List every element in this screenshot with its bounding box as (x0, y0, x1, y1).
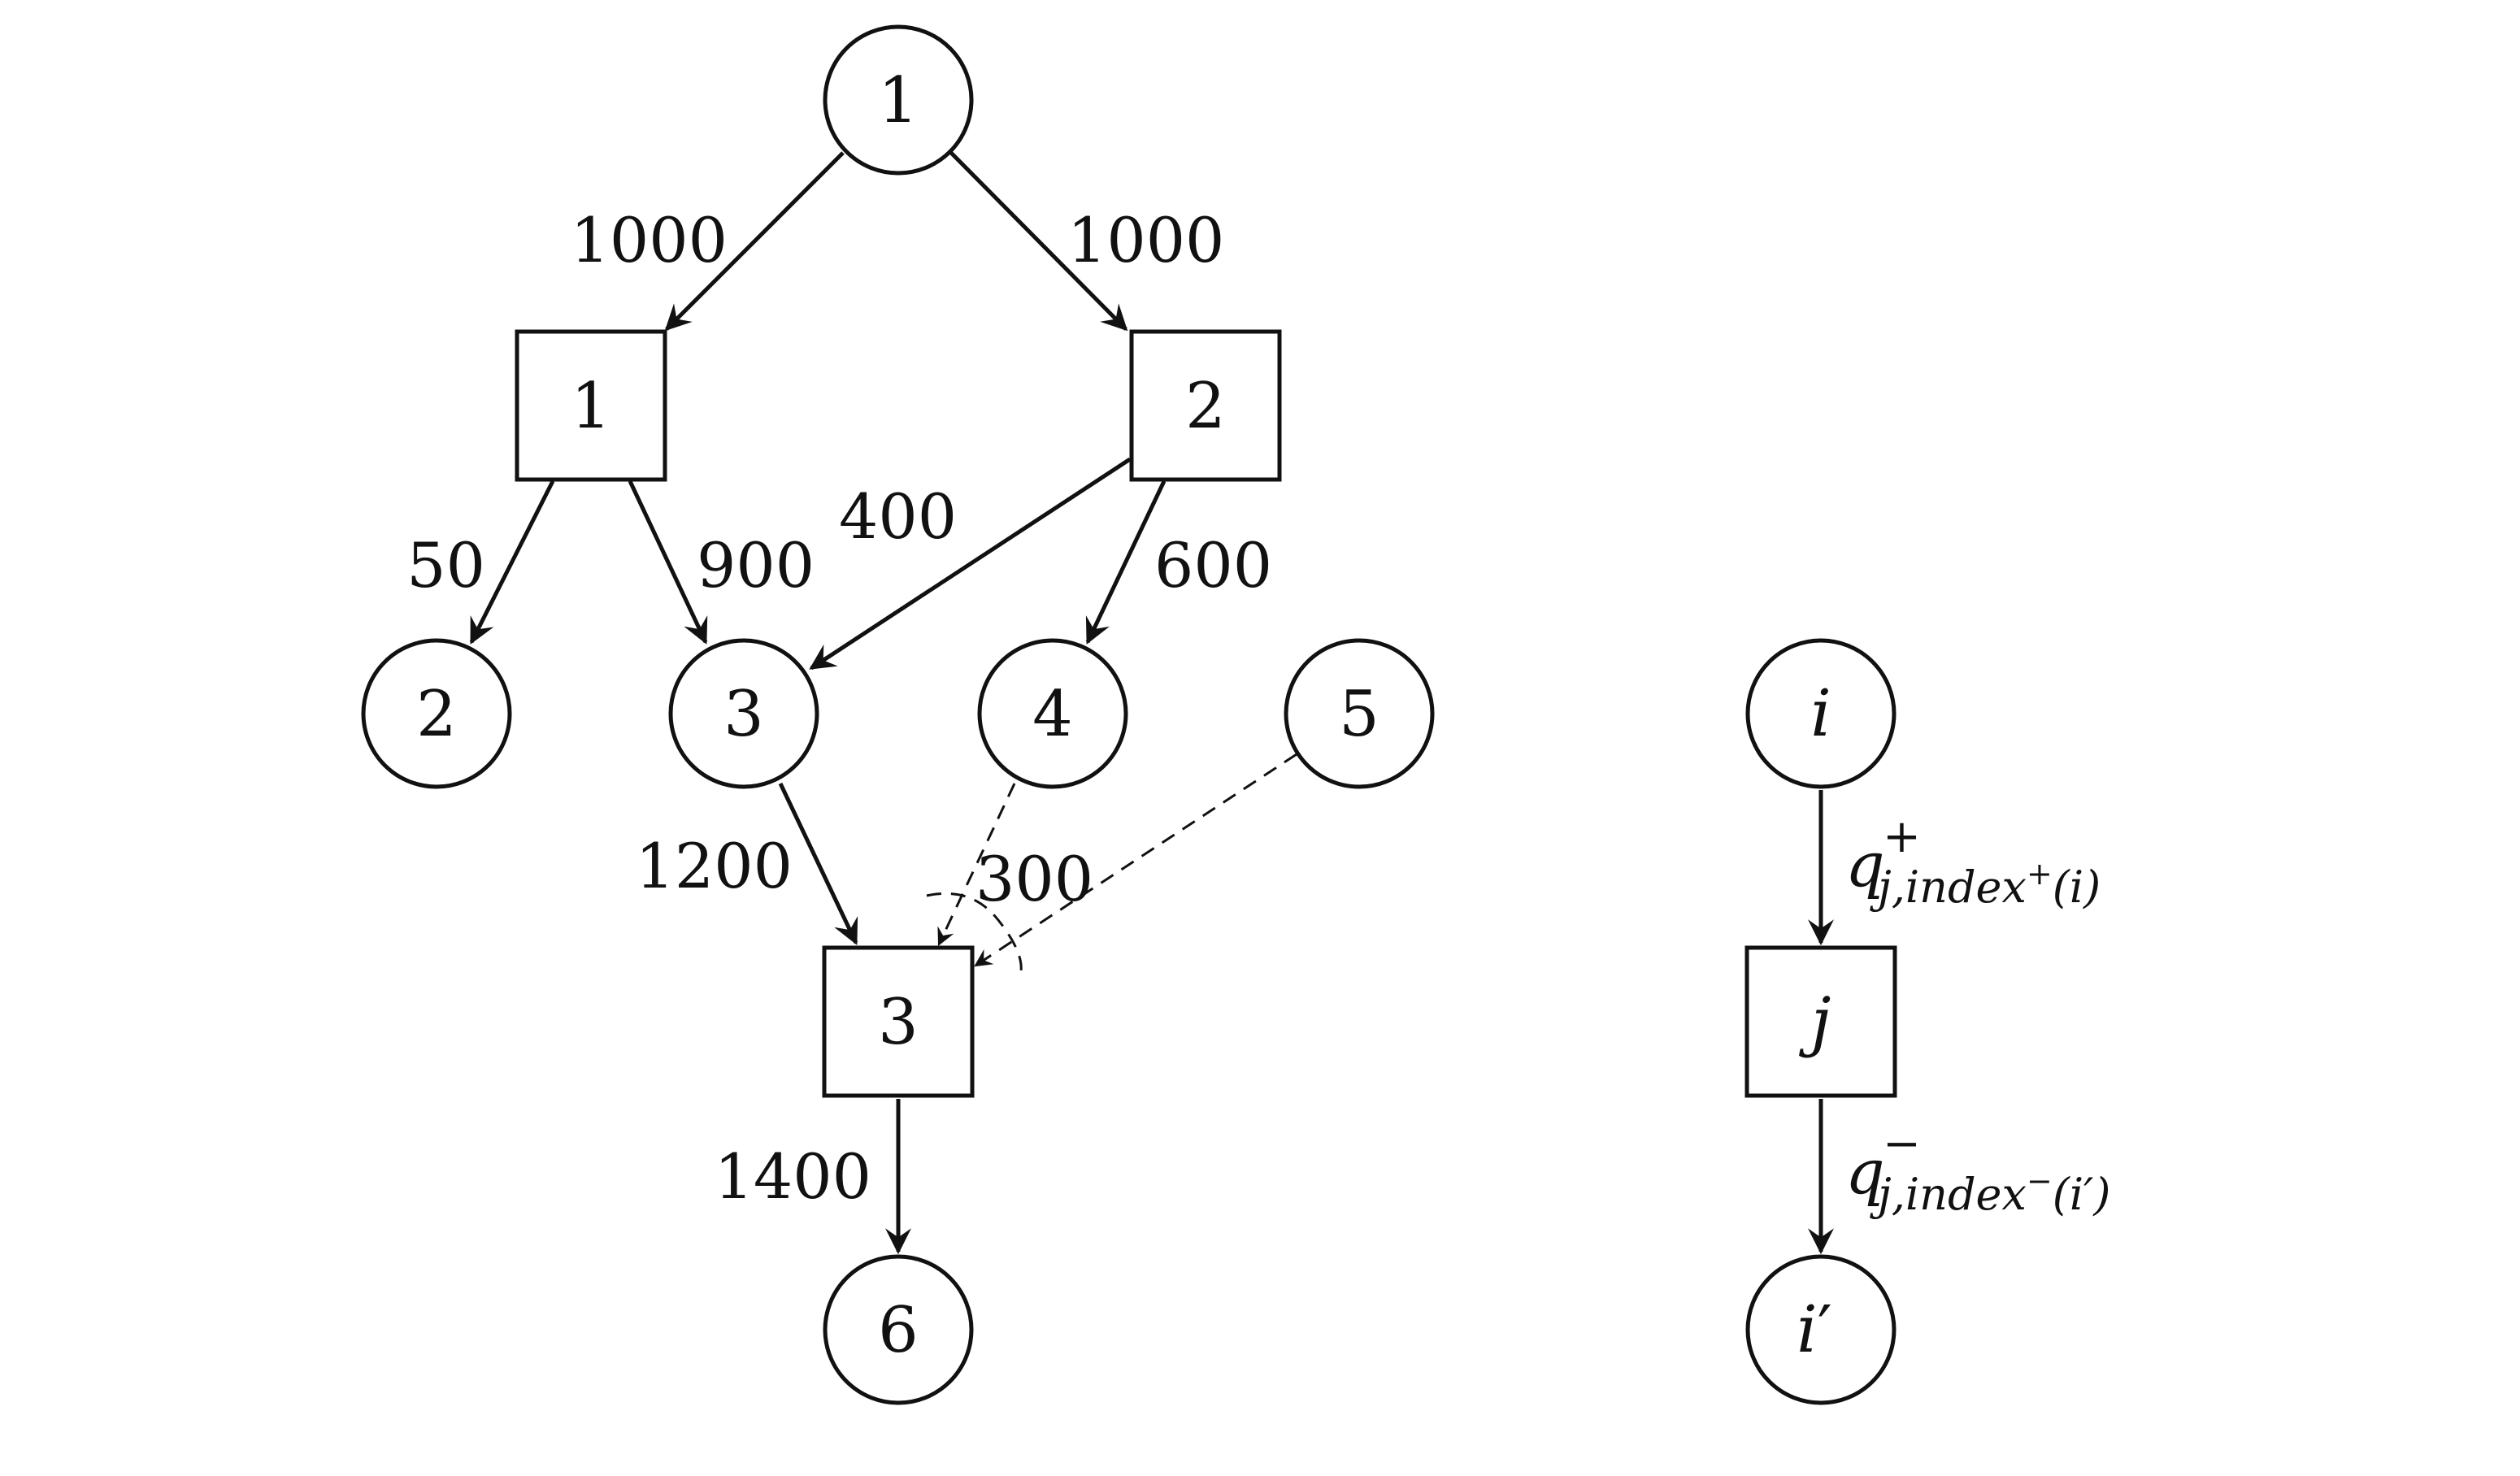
station-node-1-label: 1 (571, 370, 611, 443)
customer-node-5: 5 (1284, 638, 1435, 789)
edge-label-s1-c3: 900 (697, 529, 815, 601)
customer-node-2: 2 (361, 638, 512, 789)
station-node-1: 1 (515, 329, 667, 482)
edge-label-c1-s1: 1000 (571, 204, 728, 276)
q-minus-sub-prefix: j,index (1870, 1169, 2027, 1220)
edge-s2-c3 (809, 457, 1132, 671)
station-node-2-label: 2 (1185, 370, 1226, 443)
edge-label-s2-c4: 600 (1154, 529, 1272, 601)
q-plus-base: q (1845, 828, 1885, 901)
dashed-bracket (926, 892, 1023, 976)
edge-label-s3-c6: 1400 (715, 1140, 871, 1213)
legend-node-i-prime-label: i′ (1797, 1292, 1832, 1367)
customer-node-3: 3 (668, 638, 819, 789)
edge-label-c3-s3: 1200 (636, 830, 793, 902)
edge-label-dashed: 300 (975, 843, 1093, 915)
legend-node-i-prime: i′ (1745, 1254, 1897, 1405)
q-minus-sub-arg: (i′) (2053, 1169, 2111, 1220)
legend-node-j: j (1744, 945, 1897, 1098)
q-plus-sup: + (1883, 810, 1921, 863)
q-minus-sub: j,index−(i′) (1870, 1163, 2110, 1220)
customer-node-4-label: 4 (1032, 678, 1073, 751)
legend-node-i-label: i (1810, 675, 1831, 751)
customer-node-3-label: 3 (723, 678, 764, 751)
edge-s1-c2 (469, 480, 555, 645)
edge-s1-c3 (628, 480, 708, 645)
customer-node-5-label: 5 (1339, 678, 1379, 751)
edge-label-c1-s2: 1000 (1067, 204, 1224, 276)
customer-node-1-label: 1 (878, 64, 919, 137)
legend-node-i: i (1745, 638, 1897, 789)
q-plus-sub-arg: (i) (2053, 862, 2101, 913)
i-prime-mark: ′ (1818, 1292, 1832, 1367)
station-node-3-label: 3 (878, 986, 919, 1059)
q-plus-sub-prefix: j,index (1870, 862, 2027, 913)
edge-c1-s2 (949, 151, 1128, 332)
customer-node-1: 1 (823, 24, 974, 176)
edge-c1-s1 (664, 151, 845, 332)
customer-node-6: 6 (823, 1254, 974, 1405)
customer-node-6-label: 6 (878, 1294, 919, 1367)
customer-node-4: 4 (977, 638, 1128, 789)
i-prime-base: i (1797, 1292, 1818, 1367)
edge-c4-s3-dashed (937, 783, 1016, 946)
q-plus-sub-sup: + (2027, 856, 2053, 892)
edge-s2-c4 (1085, 480, 1167, 645)
customer-node-2-label: 2 (416, 678, 457, 751)
edge-label-s2-c3: 400 (839, 480, 957, 553)
q-minus-base: q (1845, 1135, 1885, 1208)
station-node-2: 2 (1129, 329, 1282, 482)
legend-q-plus-label: q + j,index+(i) (1845, 810, 2101, 913)
edge-c3-s3 (778, 782, 858, 945)
q-plus-sub: j,index+(i) (1870, 856, 2101, 913)
edge-c5-s3-dashed (974, 753, 1297, 967)
q-minus-sub-sup: − (2027, 1163, 2053, 1199)
edge-label-s1-c2: 50 (406, 529, 485, 601)
station-node-3: 3 (822, 945, 975, 1098)
legend-q-minus-label: q − j,index−(i′) (1845, 1118, 2110, 1220)
q-minus-sup: − (1883, 1118, 1921, 1170)
